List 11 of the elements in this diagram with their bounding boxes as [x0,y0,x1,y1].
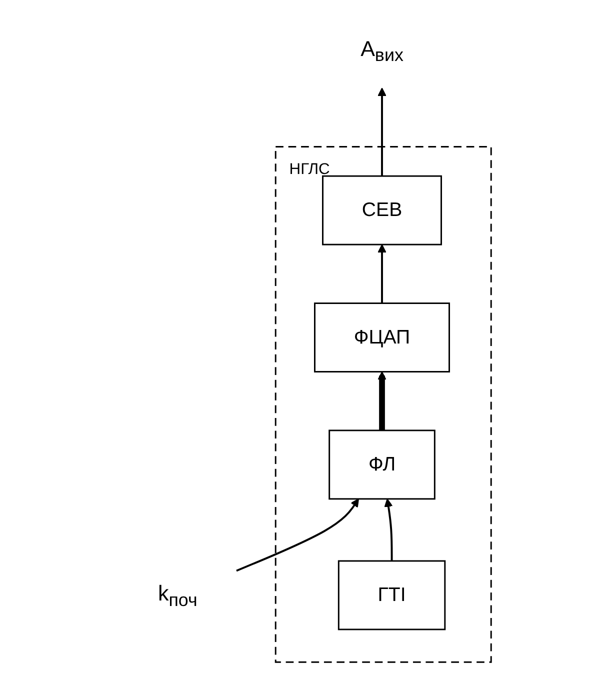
node-box: ГТІ [337,560,446,630]
arrow [384,498,392,561]
node-box: ФЦАП [314,302,450,372]
node-box: СЕВ [322,175,442,246]
node-text: A$_{вих}$ [360,36,403,66]
arrow [377,371,386,430]
arrow [377,244,386,304]
arrow [377,88,386,176]
node-box: ФЛ [328,430,435,500]
node-text: k$_{поч}$ [157,581,197,610]
arrow [236,498,359,572]
